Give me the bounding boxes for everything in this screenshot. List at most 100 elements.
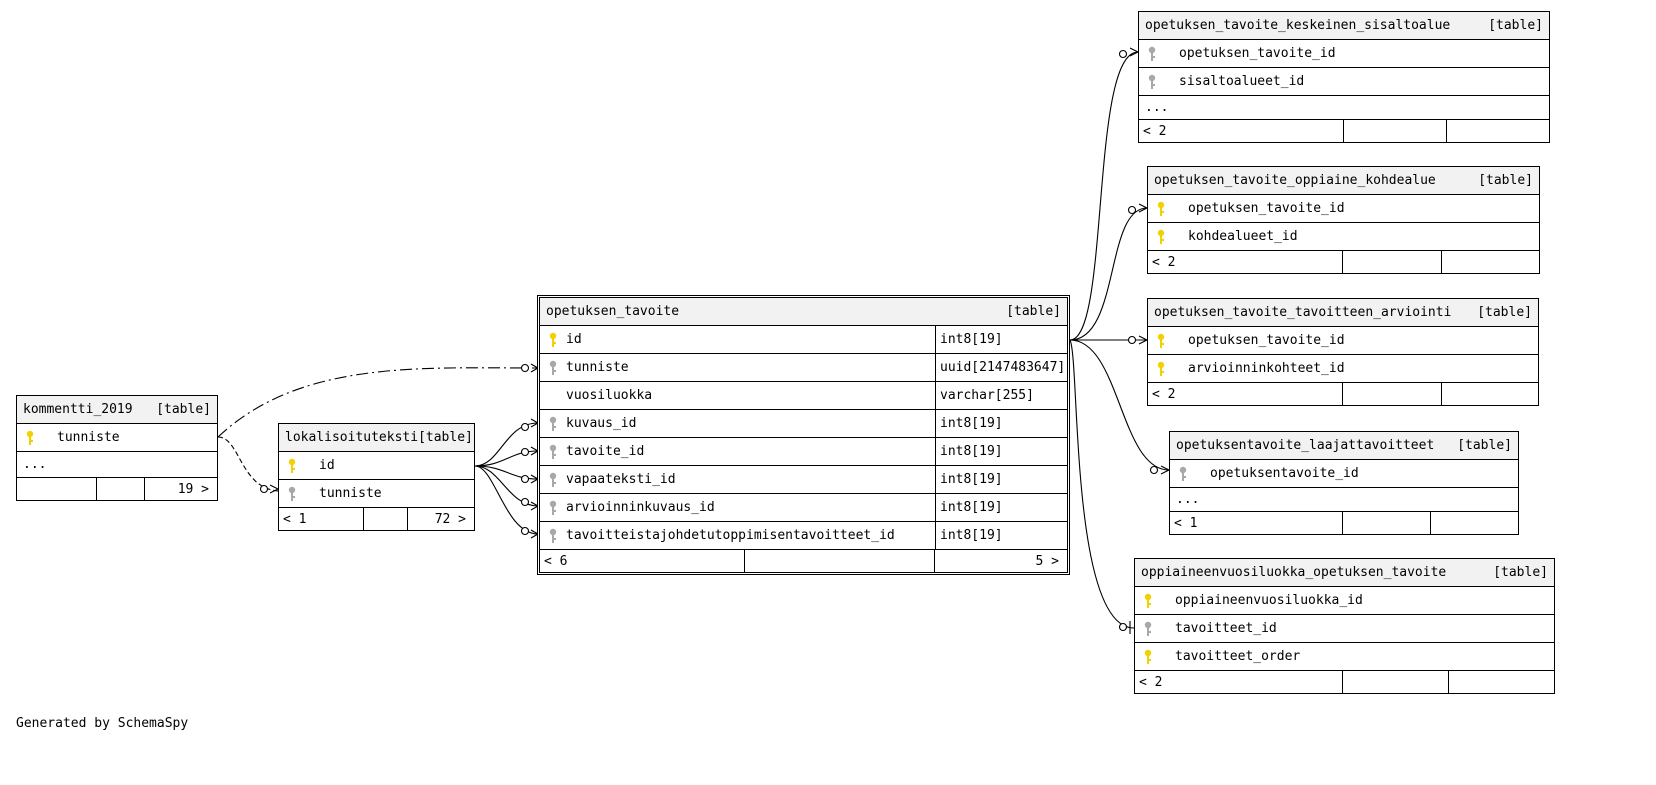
column-row[interactable]: sisaltoalueet_id [1139,68,1549,96]
more-columns: ... [17,452,217,478]
column-row[interactable]: kohdealueet_id [1148,223,1539,251]
column-row[interactable]: tunniste [17,424,217,452]
edge-ot-vuosiluokka [1069,339,1135,629]
table-opetuksen-tavoite-oppiaine-kohdealue[interactable]: opetuksen_tavoite_oppiaine_kohdealue [ta… [1147,166,1540,274]
foreign-key-icon [540,500,566,516]
footer-columns [1343,671,1449,693]
column-type: varchar[255] [935,382,1034,409]
foreign-key-icon [1170,466,1196,482]
column-row[interactable]: opetuksen_tavoite_id [1139,40,1549,68]
table-kind: [table] [1493,565,1548,580]
footer-columns [1343,251,1442,273]
column-row[interactable]: opetuksen_tavoite_id [1148,195,1539,223]
column-name: tavoitteet_id [1175,621,1277,636]
primary-key-icon [540,332,566,348]
footer-parents[interactable]: < 1 [1170,512,1343,534]
footer-parents[interactable]: < 2 [1135,671,1343,693]
footer-parents[interactable]: < 2 [1139,120,1344,142]
generated-by-text: Generated by SchemaSpy [16,716,189,731]
table-header: opetuksen_tavoite_keskeinen_sisaltoalue … [1139,12,1549,40]
table-footer: < 6 5 > [540,550,1067,572]
table-kind: [table] [1006,304,1061,319]
column-row[interactable]: oppiaineenvuosiluokka_id [1135,587,1554,615]
column-type: uuid[2147483647] [935,354,1065,381]
column-type: int8[19] [935,326,1003,353]
footer-children [1447,120,1549,142]
foreign-key-icon [540,444,566,460]
footer-columns [1344,120,1447,142]
column-row[interactable]: vapaateksti_id int8[19] [540,466,1067,494]
edge-kommentti-lokalisoituteksti [217,436,279,492]
column-row[interactable]: opetuksen_tavoite_id [1148,327,1538,355]
edge-lok-vapaateksti [474,465,539,480]
table-oppiaineenvuosiluokka-opetuksen-tavoite[interactable]: oppiaineenvuosiluokka_opetuksen_tavoite … [1134,558,1555,694]
table-name: oppiaineenvuosiluokka_opetuksen_tavoite [1141,565,1447,580]
table-opetuksen-tavoite-keskeinen-sisaltoalue[interactable]: opetuksen_tavoite_keskeinen_sisaltoalue … [1138,11,1550,143]
edge-lok-arvioinninkuvaus [474,465,539,507]
table-lokalisoituteksti[interactable]: lokalisoituteksti [table] id tunniste < … [278,423,475,531]
column-row[interactable]: tunniste uuid[2147483647] [540,354,1067,382]
column-row[interactable]: tavoitteet_id [1135,615,1554,643]
column-name: tunniste [566,360,629,375]
column-row[interactable]: kuvaus_id int8[19] [540,410,1067,438]
footer-parents[interactable]: < 2 [1148,251,1343,273]
footer-parents[interactable]: < 6 [540,550,745,572]
column-row[interactable]: id [279,452,474,480]
more-columns: ... [1139,96,1549,120]
column-row[interactable]: tavoitteet_order [1135,643,1554,671]
table-header: lokalisoituteksti [table] [279,424,474,452]
primary-key-icon [1135,649,1161,665]
table-kind: [table] [1488,18,1543,33]
foreign-key-icon [1135,621,1161,637]
column-type: int8[19] [935,410,1003,437]
column-row[interactable]: tavoitteistajohdetutoppimisentavoitteet_… [540,522,1067,550]
footer-children [1442,251,1539,273]
table-kind: [table] [156,402,211,417]
column-row[interactable]: arvioinninkohteet_id [1148,355,1538,383]
footer-children [1431,512,1518,534]
column-row[interactable]: vuosiluokka varchar[255] [540,382,1067,410]
column-row[interactable]: tavoite_id int8[19] [540,438,1067,466]
column-name: tunniste [57,430,120,445]
column-name: tavoite_id [566,444,645,459]
table-name: opetuksen_tavoite_oppiaine_kohdealue [1154,173,1436,188]
more-columns: ... [1170,488,1518,512]
primary-key-icon [1148,229,1174,245]
table-header: opetuksen_tavoite_tavoitteen_arviointi [… [1148,299,1538,327]
footer-children[interactable]: 19 > [177,481,209,497]
footer-children[interactable]: 5 > [1035,553,1059,569]
column-name: oppiaineenvuosiluokka_id [1175,593,1363,608]
foreign-key-icon [540,360,566,376]
table-header: kommentti_2019 [table] [17,396,217,424]
table-header: opetuksentavoite_laajattavoitteet [table… [1170,432,1518,460]
column-name: opetuksen_tavoite_id [1188,201,1345,216]
footer-children [1449,671,1554,693]
table-footer: < 2 [1148,251,1539,273]
column-row[interactable]: tunniste [279,480,474,508]
table-kind: [table] [418,430,473,445]
column-name: arvioinninkohteet_id [1188,361,1345,376]
primary-key-icon [279,458,305,474]
foreign-key-icon [1139,46,1165,62]
table-name: opetuksen_tavoite [546,304,680,319]
table-opetuksentavoite-laajattavoitteet[interactable]: opetuksentavoite_laajattavoitteet [table… [1169,431,1519,535]
table-footer: 19 > [17,478,217,500]
table-kommentti-2019[interactable]: kommentti_2019 [table] tunniste ... 19 > [16,395,218,501]
table-name: opetuksentavoite_laajattavoitteet [1176,438,1435,453]
column-name: opetuksentavoite_id [1210,466,1359,481]
column-name: id [319,458,335,473]
table-opetuksen-tavoite-tavoitteen-arviointi[interactable]: opetuksen_tavoite_tavoitteen_arviointi [… [1147,298,1539,406]
column-row[interactable]: arvioinninkuvaus_id int8[19] [540,494,1067,522]
column-name: id [566,332,582,347]
table-header: opetuksen_tavoite_oppiaine_kohdealue [ta… [1148,167,1539,195]
footer-parents[interactable]: < 2 [1148,383,1343,405]
footer-parents[interactable]: < 1 [279,508,364,530]
column-type: int8[19] [935,494,1003,521]
column-row[interactable]: opetuksentavoite_id [1170,460,1518,488]
table-opetuksen-tavoite[interactable]: opetuksen_tavoite [table] id int8[19] tu… [537,295,1070,575]
footer-parents [17,478,97,500]
column-name: kuvaus_id [566,416,637,431]
column-row[interactable]: id int8[19] [540,326,1067,354]
footer-children[interactable]: 72 > [434,511,466,527]
column-name: opetuksen_tavoite_id [1188,333,1345,348]
